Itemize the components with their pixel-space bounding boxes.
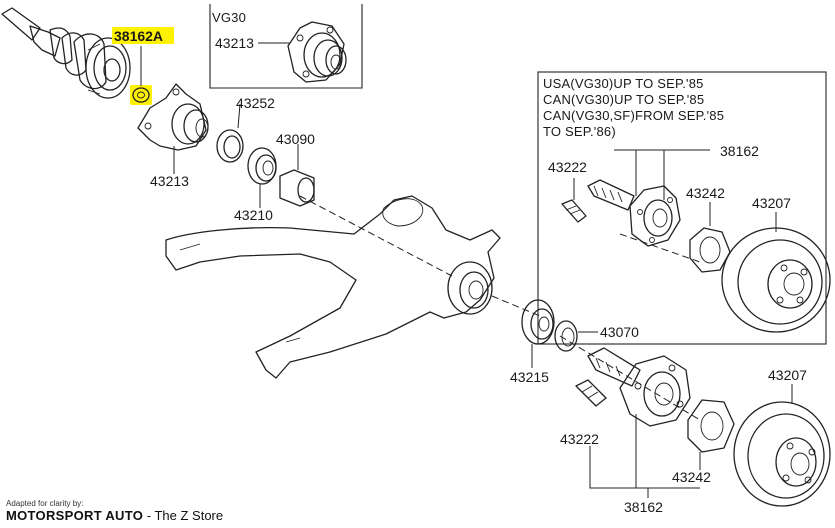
credit-brand-suffix: - The Z Store: [143, 508, 224, 523]
axle-hub-box: [587, 179, 681, 247]
label-43222-box: 43222: [548, 159, 587, 175]
label-43213: 43213: [150, 173, 189, 189]
hub-bolt-lower: [575, 379, 607, 407]
label-43207: 43207: [768, 367, 807, 383]
drive-shaft-cv-joint: [1, 7, 131, 99]
suspension-arm: [165, 195, 501, 379]
credit-brand-name: MOTORSPORT AUTO: [6, 508, 144, 523]
bearing-43210: [247, 147, 277, 208]
part-38162a-nut: [130, 46, 152, 105]
brake-rotor-lower: [733, 384, 831, 507]
label-38162a: 38162A: [112, 27, 174, 44]
baffle-plate-lower: [687, 399, 735, 470]
credit-brand: MOTORSPORT AUTO - The Z Store: [6, 508, 223, 523]
label-43070: 43070: [600, 324, 639, 340]
label-43252: 43252: [236, 95, 275, 111]
hub-flange-43213: [137, 83, 209, 174]
label-43207-box: 43207: [752, 195, 791, 211]
oil-seal-43070: [554, 320, 598, 352]
svg-text:TO SEP.'86): TO SEP.'86): [543, 124, 616, 139]
inset-vg30-label: VG30: [212, 10, 246, 25]
svg-text:CAN(VG30)UP TO SEP.'85: CAN(VG30)UP TO SEP.'85: [543, 92, 704, 107]
label-43090: 43090: [276, 131, 315, 147]
credit-adapted-by: Adapted for clarity by:: [6, 499, 84, 508]
label-38162: 38162: [624, 499, 663, 515]
svg-text:CAN(VG30,SF)FROM SEP.'85: CAN(VG30,SF)FROM SEP.'85: [543, 108, 724, 123]
label-43213-inset: 43213: [215, 35, 254, 51]
svg-text:38162A: 38162A: [114, 28, 163, 44]
label-43210: 43210: [234, 207, 273, 223]
brake-rotor-box: [721, 227, 831, 333]
hub-flange-vg30: [287, 21, 347, 83]
label-43222: 43222: [560, 431, 599, 447]
axle-hub-lower: [587, 347, 691, 427]
label-43242: 43242: [672, 469, 711, 485]
inset-usa-can-box: USA(VG30)UP TO SEP.'85 CAN(VG30)UP TO SE…: [537, 71, 831, 345]
label-43215: 43215: [510, 369, 549, 385]
svg-text:USA(VG30)UP TO SEP.'85: USA(VG30)UP TO SEP.'85: [543, 76, 704, 91]
oil-seal-43252: [216, 103, 244, 163]
label-38162-box: 38162: [720, 143, 759, 159]
inset-vg30-box: VG30 43213: [209, 4, 363, 89]
spacer-43090: [279, 144, 315, 207]
label-43242-box: 43242: [686, 185, 725, 201]
